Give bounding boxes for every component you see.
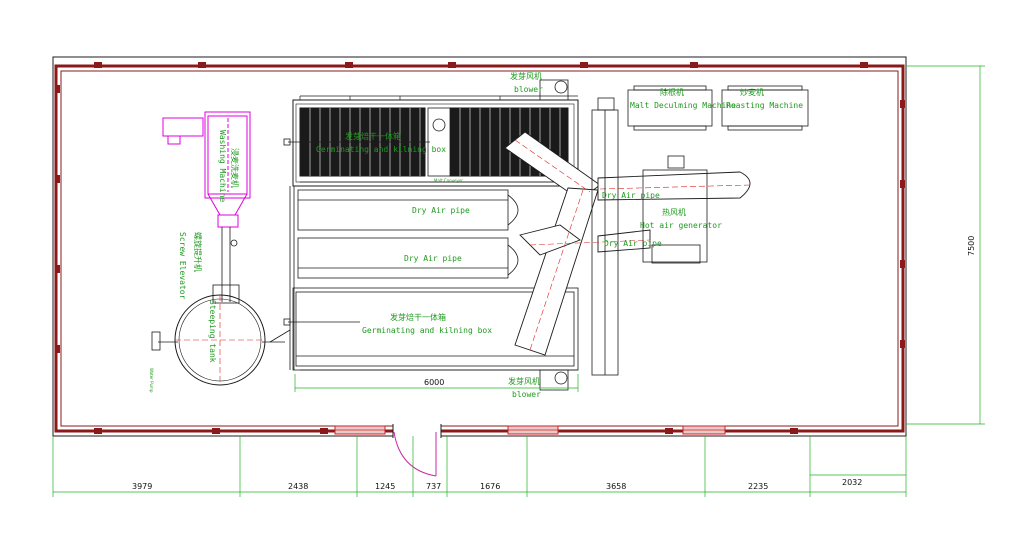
bottom-dim: 737 [426,482,441,491]
deculming-cn: 除根机 [660,87,684,97]
blower-bottom-cn: 发芽风机 [508,376,540,386]
dry-air-pipe-label: Dry Air pipe [412,206,470,215]
hot-air-generator [642,155,708,264]
roasting-en: Roasting Machine [726,101,803,110]
washing-en: Washing Machine [218,130,227,202]
box-top-cn: 发芽焙干一体箱 [345,131,401,141]
blower-top-en: blower [514,85,543,94]
deculming-en: Malt Deculming Machine [630,101,736,110]
bottom-dim: 2438 [288,482,308,491]
blower-top-cn: 发芽风机 [510,71,542,81]
bottom-dim: 3658 [606,482,626,491]
dimension-lines [52,65,985,497]
dry-air-pipe-label: Dry Air pipe [602,191,660,200]
germinating-box-bottom [283,287,579,371]
box-bottom-en: Germinating and kilning box [362,326,492,335]
steeping-tank-label: Steeping tank [208,300,217,363]
labels: 发芽风机 blower 发芽焙干一体箱 Germinating and kiln… [149,71,803,399]
wall-columns [55,62,905,434]
fan-icon [539,369,569,391]
washing-machine [162,111,251,228]
height-dim: 7500 [967,236,976,256]
water-pump-label: Water Pump [149,368,154,393]
windows [334,425,726,435]
blower-bottom-en: blower [512,390,541,399]
hot-air-cn: 热风机 [662,207,686,217]
box-top-en: Germinating and kilning box [316,145,446,154]
pipe-frame [289,186,519,370]
door-swing-icon [392,424,442,477]
roasting-cn: 炒麦机 [740,87,764,97]
germinating-box-top [283,95,579,187]
center-lines [514,139,751,351]
bottom-dim: 3979 [132,482,152,491]
bottom-dim: 1245 [375,482,395,491]
fan-icon [539,79,569,101]
water-pump [151,331,161,351]
building-walls [52,56,907,477]
outer-wall [52,56,907,437]
malt-conveyor [591,97,619,376]
malt-conveyor-label: Malt Conveyor [434,178,463,183]
box-bottom-cn: 发芽焙干一体箱 [390,312,446,322]
motor-icon [432,118,446,132]
washing-cn: 浸麦洗麦机 [230,148,240,188]
bottom-dim: 2235 [748,482,768,491]
inner-wall [60,70,899,427]
bottom-dim: 1676 [480,482,500,491]
deculming-machine [627,85,713,131]
bottom-dim: 2032 [842,478,862,487]
screw-elevator [212,227,240,304]
dimension-text: 6000 7500 3979 2438 1245 737 1676 3658 2… [132,236,976,491]
hot-air-en: Hot air generator [640,221,722,230]
center-gearbox [427,107,451,177]
elevator-cn: 螺旋提升机 [193,232,203,272]
dry-air-pipe-label: Dry Air pipe [404,254,462,263]
elevator-en: Screw Elevator [178,232,187,300]
dry-air-pipe-label: Dry Air pipe [604,239,662,248]
wall-band [54,64,905,433]
roasting-machine [721,85,809,131]
steeping-tank [151,294,291,386]
box-length-dim: 6000 [424,378,444,387]
